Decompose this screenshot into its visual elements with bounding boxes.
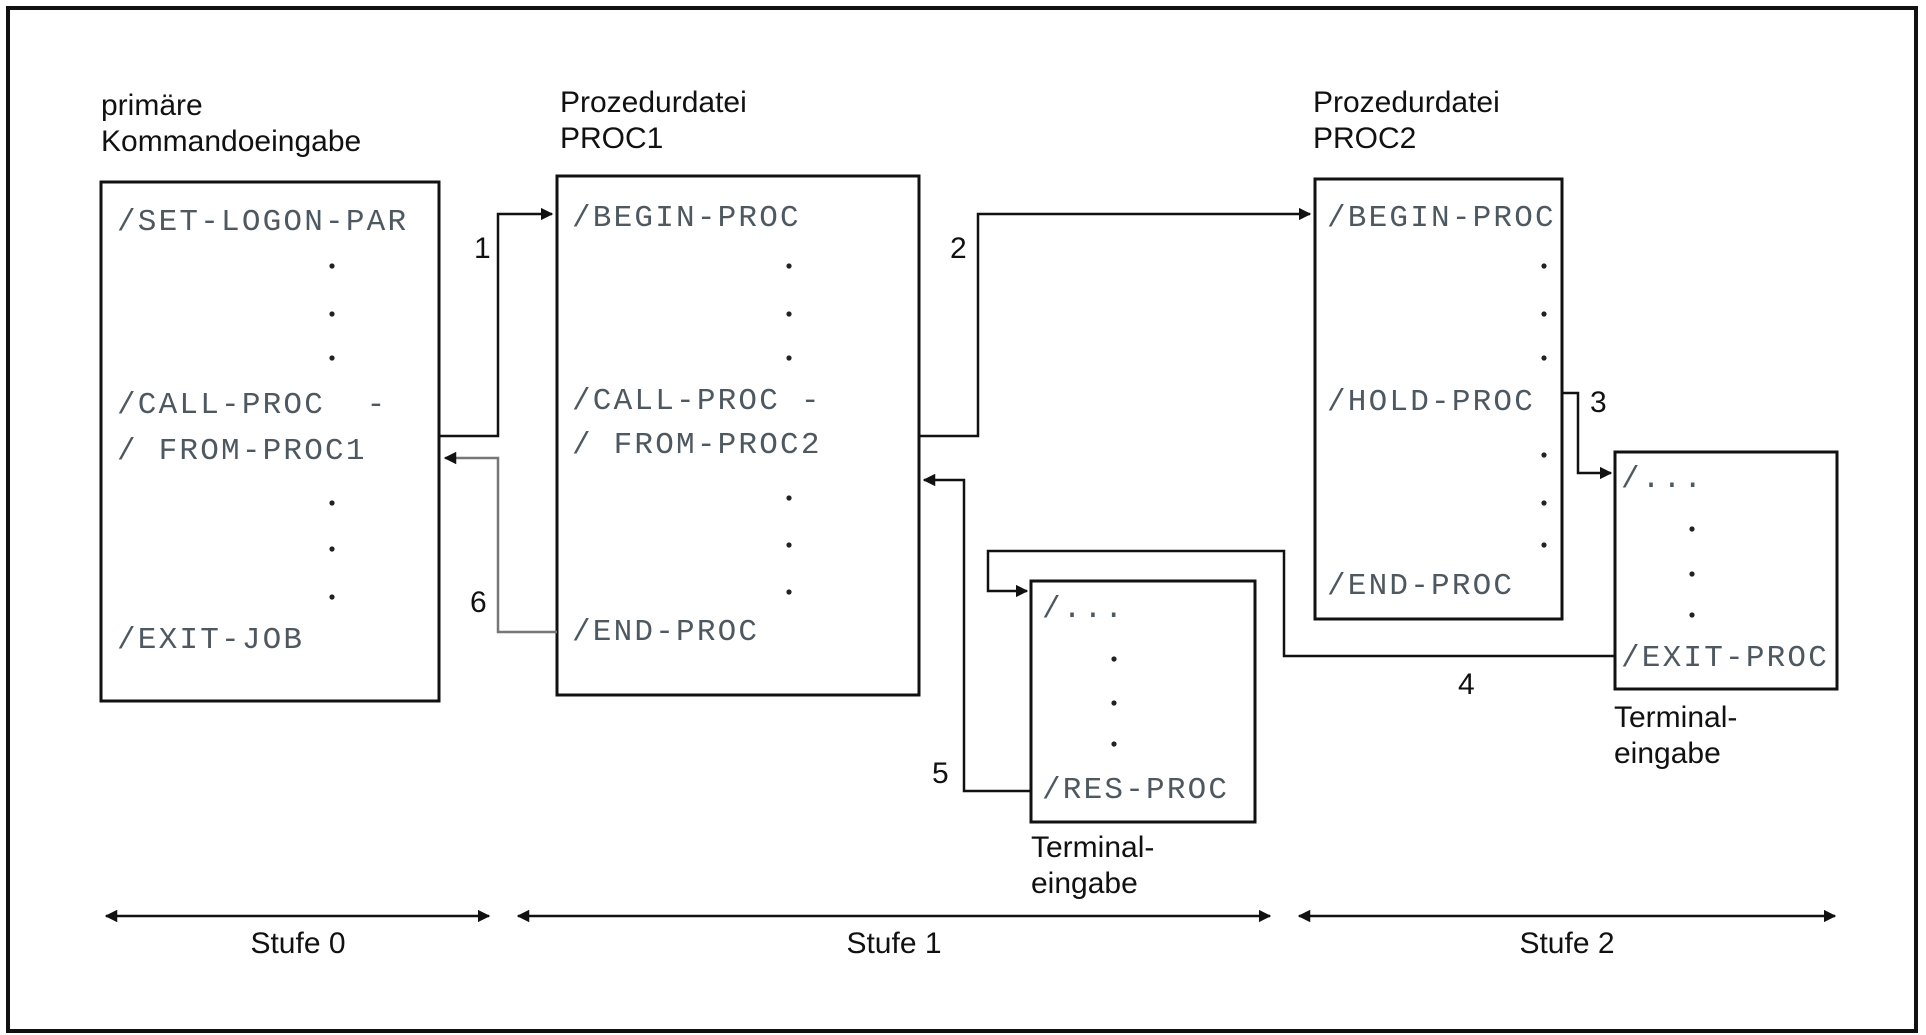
- command-line: /END-PROC: [572, 615, 759, 650]
- proc2-heading-line: Prozedurdatei: [1313, 86, 1500, 119]
- ellipsis-dot: [786, 589, 792, 595]
- proc2-heading-line: PROC2: [1313, 122, 1416, 155]
- command-line: /CALL-PROC -: [572, 384, 822, 419]
- arrow-line: [443, 451, 557, 634]
- flow-arrow-3: 3: [1562, 386, 1613, 480]
- command-line: /RES-PROC: [1042, 773, 1229, 808]
- primary-box: [99, 180, 441, 703]
- arrow-line: [986, 549, 1615, 658]
- command-line: /...: [1621, 462, 1704, 497]
- arrow-step-label: 6: [470, 586, 487, 619]
- command-line: /EXIT-PROC: [1621, 641, 1829, 676]
- primary-heading-line: Kommandoeingabe: [101, 125, 361, 158]
- ellipsis-dot: [786, 542, 792, 548]
- command-line: /SET-LOGON-PAR: [117, 205, 408, 240]
- command-line: /EXIT-JOB: [117, 623, 304, 658]
- terminal1-box: [1029, 579, 1257, 824]
- command-line: /...: [1042, 592, 1125, 627]
- terminal1-block: /... /RES-PROC Terminal-eingabe: [1029, 579, 1257, 900]
- proc1-block: ProzedurdateiPROC1/BEGIN-PROC/CALL-PROC …: [555, 86, 921, 697]
- flow-arrow-6: 6: [443, 451, 557, 634]
- ellipsis-dot: [786, 263, 792, 269]
- ellipsis-dot: [1541, 542, 1547, 548]
- ellipsis-dot: [1689, 571, 1695, 577]
- command-line: /CALL-PROC -: [117, 388, 387, 423]
- ellipsis-dot: [1111, 741, 1117, 747]
- command-line: / FROM-PROC2: [572, 428, 822, 463]
- primary-heading-line: primäre: [101, 89, 203, 122]
- arrow-line: [922, 473, 1031, 793]
- stage-label: Stufe 1: [846, 927, 941, 960]
- ellipsis-dot: [1111, 700, 1117, 706]
- ellipsis-dot: [329, 500, 335, 506]
- ellipsis-dot: [1541, 355, 1547, 361]
- arrow-step-label: 3: [1590, 386, 1607, 419]
- ellipsis-dot: [1111, 656, 1117, 662]
- proc2-box: [1313, 177, 1564, 621]
- ellipsis-dot: [1541, 263, 1547, 269]
- command-line: /BEGIN-PROC: [1327, 201, 1556, 236]
- terminal2-block: /... /EXIT-PROC Terminal-eingabe: [1613, 450, 1839, 770]
- flow-arrow-1: 1: [439, 207, 554, 438]
- terminal1-caption-line: eingabe: [1031, 867, 1138, 900]
- ellipsis-dot: [1541, 311, 1547, 317]
- ellipsis-dot: [786, 355, 792, 361]
- stage-range-1: Stufe 1: [516, 909, 1272, 960]
- ellipsis-dot: [786, 311, 792, 317]
- ellipsis-dot: [1689, 526, 1695, 532]
- arrow-step-label: 1: [474, 232, 491, 265]
- proc1-heading-line: PROC1: [560, 122, 663, 155]
- stage-range-2: Stufe 2: [1297, 909, 1837, 960]
- flow-arrow-2: 2: [919, 207, 1312, 438]
- ellipsis-dot: [329, 311, 335, 317]
- ellipsis-dot: [1541, 452, 1547, 458]
- ellipsis-dot: [329, 546, 335, 552]
- terminal2-box: [1613, 450, 1839, 691]
- ellipsis-dot: [1541, 500, 1547, 506]
- command-line: /HOLD-PROC: [1327, 385, 1535, 420]
- ellipsis-dot: [329, 263, 335, 269]
- arrow-step-label: 2: [950, 232, 967, 265]
- stage-label: Stufe 2: [1519, 927, 1614, 960]
- arrow-step-label: 5: [932, 757, 949, 790]
- proc1-heading-line: Prozedurdatei: [560, 86, 747, 119]
- primary-block: primäreKommandoeingabe/SET-LOGON-PAR/CAL…: [99, 89, 441, 703]
- diagram-frame: [6, 6, 1918, 1033]
- arrow-line: [1562, 391, 1613, 480]
- arrow-line: [919, 207, 1312, 438]
- flow-arrow-4: 4: [986, 549, 1615, 701]
- command-line: / FROM-PROC1: [117, 434, 367, 469]
- stage-range-0: Stufe 0: [104, 909, 491, 960]
- command-line: /BEGIN-PROC: [572, 201, 801, 236]
- terminal1-caption-line: Terminal-: [1031, 831, 1154, 864]
- ellipsis-dot: [329, 355, 335, 361]
- ellipsis-dot: [329, 594, 335, 600]
- flow-arrow-5: 5: [922, 473, 1031, 793]
- command-line: /END-PROC: [1327, 569, 1514, 604]
- terminal2-caption-line: eingabe: [1614, 737, 1721, 770]
- arrow-line: [439, 207, 554, 438]
- terminal2-caption-line: Terminal-: [1614, 701, 1737, 734]
- stage-label: Stufe 0: [250, 927, 345, 960]
- ellipsis-dot: [786, 495, 792, 501]
- ellipsis-dot: [1689, 612, 1695, 618]
- arrow-step-label: 4: [1458, 668, 1475, 701]
